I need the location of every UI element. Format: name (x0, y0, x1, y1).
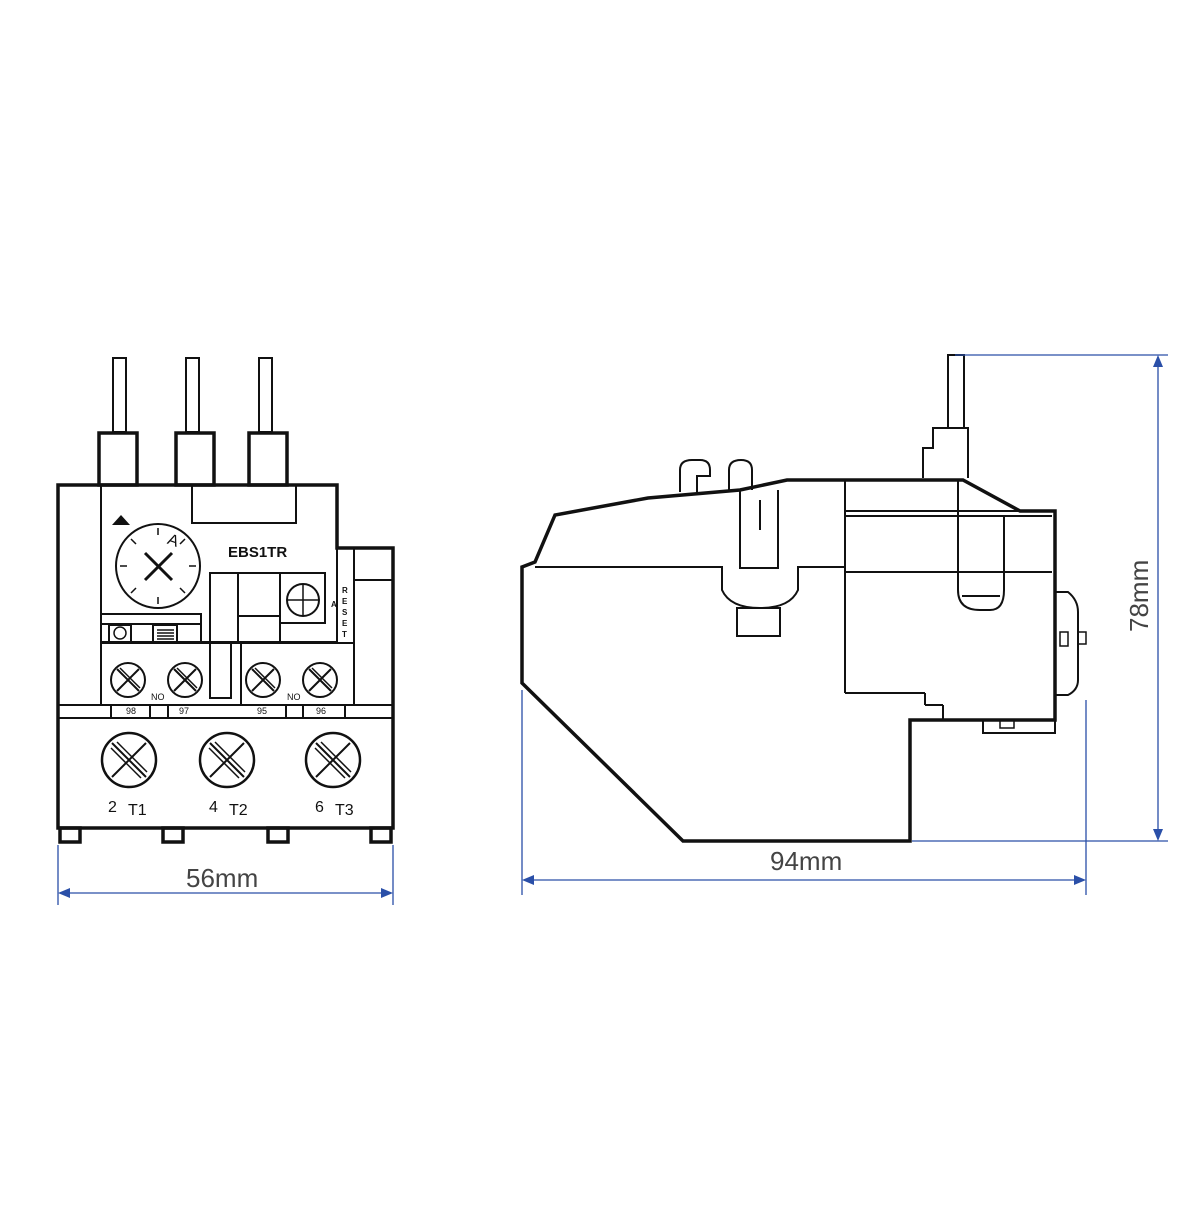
depth-label: 94mm (770, 846, 842, 876)
side-outline (520, 478, 1057, 843)
svg-text:S: S (342, 608, 348, 617)
aux-95: 95 (257, 706, 267, 716)
svg-text:R: R (342, 586, 348, 595)
svg-text:T: T (342, 630, 347, 639)
main-terminals (100, 731, 362, 789)
width-dimension: 56mm (57, 845, 394, 905)
terminal-2: 2 (108, 799, 117, 816)
height-dimension: 78mm (912, 354, 1168, 842)
terminal-6: 6 (315, 799, 324, 816)
reset-label: R E S E T (342, 586, 348, 639)
top-pins (97, 357, 289, 487)
current-dial: A (112, 515, 201, 609)
height-label: 78mm (1124, 560, 1154, 632)
aux-screws (110, 662, 338, 698)
terminal-t2: T2 (229, 802, 248, 819)
terminal-t1: T1 (128, 802, 147, 819)
svg-text:E: E (342, 597, 348, 606)
reset-letter: A (331, 600, 337, 609)
terminal-4: 4 (209, 799, 218, 816)
dial-letter: A (165, 531, 181, 551)
bottom-feet (58, 826, 393, 844)
reset-button[interactable] (286, 583, 320, 617)
terminal-t3: T3 (335, 802, 354, 819)
no-label-right: NO (287, 692, 301, 702)
model-label: EBS1TR (228, 544, 287, 561)
aux-96: 96 (316, 706, 326, 716)
aux-98: 98 (126, 706, 136, 716)
side-view (520, 354, 1087, 843)
depth-dimension: 94mm (521, 690, 1087, 895)
svg-text:E: E (342, 619, 348, 628)
aux-97: 97 (179, 706, 189, 716)
front-view: A EBS1TR A R E S E T (56, 357, 395, 844)
width-label: 56mm (186, 863, 258, 893)
no-label-left: NO (151, 692, 165, 702)
